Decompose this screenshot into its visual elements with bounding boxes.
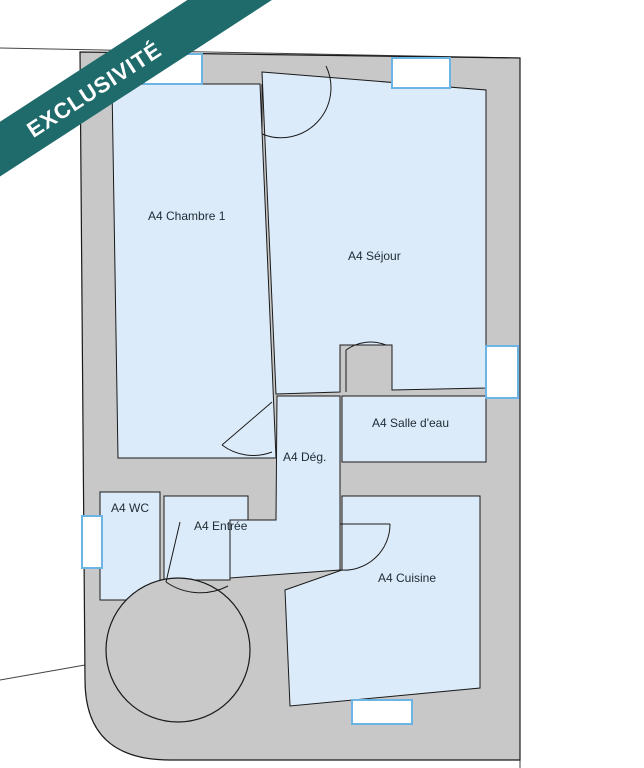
label-cuisine: A4 Cuisine [378, 571, 436, 585]
windows [81, 53, 519, 725]
label-salle-eau: A4 Salle d'eau [372, 416, 449, 430]
door-swings [165, 65, 391, 594]
label-degagement: A4 Dég. [283, 450, 326, 464]
room-salle-eau [341, 395, 487, 463]
room-sejour [261, 71, 487, 395]
label-sejour: A4 Séjour [348, 249, 401, 263]
label-chambre: A4 Chambre 1 [148, 209, 226, 223]
label-wc: A4 WC [111, 501, 149, 515]
stair-circle [105, 577, 251, 723]
room-chambre [111, 83, 277, 459]
label-entree: A4 Entrée [194, 519, 248, 533]
